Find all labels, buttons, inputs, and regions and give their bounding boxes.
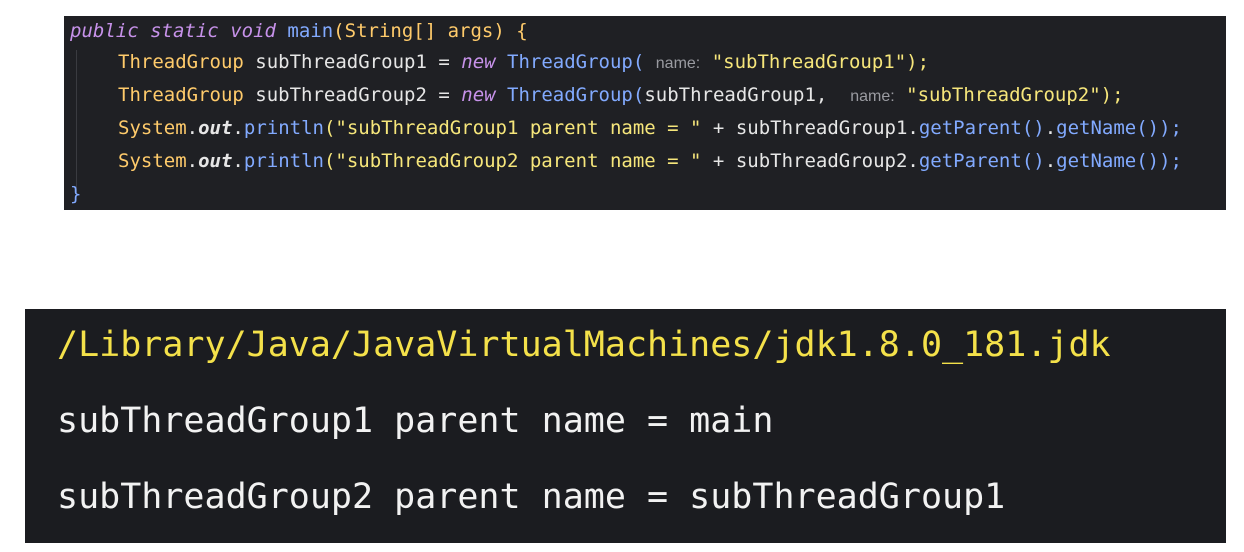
jdk-path-line: /Library/Java/JavaVirtualMachines/jdk1.8… (57, 325, 1111, 365)
code-line-6: } (70, 179, 81, 209)
method-println: println (243, 117, 324, 139)
paren-open: ( (333, 20, 345, 42)
variable-subthreadgroup2: subThreadGroup2 (255, 84, 427, 106)
keyword-new: new (461, 84, 496, 106)
method-println: println (243, 150, 324, 172)
dot: . (907, 117, 919, 139)
plus-operator: + (712, 117, 725, 139)
keyword-void: void (230, 20, 276, 42)
code-line-1: public static void main(String[] args) { (70, 16, 528, 46)
dot: . (1044, 150, 1057, 172)
indent-guide (76, 50, 77, 192)
code-line-4: System.out.println("subThreadGroup1 pare… (118, 113, 1182, 143)
variable-subthreadgroup2: subThreadGroup2 (735, 150, 908, 172)
statement-end: ()); (1136, 117, 1182, 139)
constructor-threadgroup: ThreadGroup (507, 51, 633, 73)
field-out: out (198, 150, 233, 172)
keyword-public: public (70, 20, 139, 42)
string-literal: "subThreadGroup1 parent name = " (335, 117, 702, 139)
call-parens: () (1021, 117, 1045, 139)
method-getparent: getParent (918, 117, 1022, 139)
param-hint-name: name: (850, 88, 895, 105)
paren-open: ( (323, 150, 336, 172)
call-parens: () (1021, 150, 1045, 172)
param-args: args (447, 20, 494, 42)
type-threadgroup: ThreadGroup (118, 51, 244, 73)
dot: . (232, 117, 244, 139)
class-system: System (118, 117, 187, 139)
type-string: String (344, 20, 414, 42)
output-line-2: subThreadGroup2 parent name = subThreadG… (57, 477, 1006, 517)
paren-open: ( (632, 84, 645, 106)
argument-parent: subThreadGroup1, (644, 84, 828, 106)
paren-open: ( (323, 117, 336, 139)
statement-end: ()); (1136, 150, 1182, 172)
keyword-static: static (150, 20, 219, 42)
code-editor[interactable]: public static void main(String[] args) {… (64, 16, 1226, 210)
variable-subthreadgroup1: subThreadGroup1 (255, 51, 427, 73)
plus-operator: + (712, 150, 725, 172)
method-main: main (287, 20, 334, 42)
brace-close: } (70, 183, 82, 205)
code-line-5: System.out.println("subThreadGroup2 pare… (118, 146, 1182, 176)
assign-operator: = (438, 84, 450, 106)
array-brackets: [] (413, 20, 437, 42)
statement-end: ); (906, 51, 930, 73)
class-system: System (118, 150, 187, 172)
string-literal: "subThreadGroup1" (711, 51, 907, 73)
dot: . (186, 150, 199, 172)
method-getname: getName (1056, 150, 1137, 172)
method-getparent: getParent (918, 150, 1022, 172)
string-literal: "subThreadGroup2" (906, 84, 1101, 106)
paren-close: ) (493, 20, 505, 42)
dot: . (186, 117, 199, 139)
dot: . (907, 150, 919, 172)
output-line-1: subThreadGroup1 parent name = main (57, 401, 774, 441)
constructor-threadgroup: ThreadGroup (507, 84, 633, 106)
dot: . (232, 150, 244, 172)
terminal-output[interactable]: /Library/Java/JavaVirtualMachines/jdk1.8… (25, 309, 1226, 543)
brace-open: { (516, 20, 528, 42)
paren-open: ( (632, 51, 645, 73)
string-literal: "subThreadGroup2 parent name = " (335, 150, 702, 172)
keyword-new: new (461, 51, 496, 73)
code-line-3: ThreadGroup subThreadGroup2 = new Thread… (118, 80, 1124, 110)
statement-end: ); (1100, 84, 1124, 106)
field-out: out (198, 117, 233, 139)
param-hint-name: name: (655, 55, 701, 72)
type-threadgroup: ThreadGroup (118, 84, 244, 106)
dot: . (1044, 117, 1057, 139)
method-getname: getName (1056, 117, 1137, 139)
assign-operator: = (438, 51, 450, 73)
variable-subthreadgroup1: subThreadGroup1 (735, 117, 908, 139)
code-line-2: ThreadGroup subThreadGroup1 = new Thread… (118, 47, 929, 77)
